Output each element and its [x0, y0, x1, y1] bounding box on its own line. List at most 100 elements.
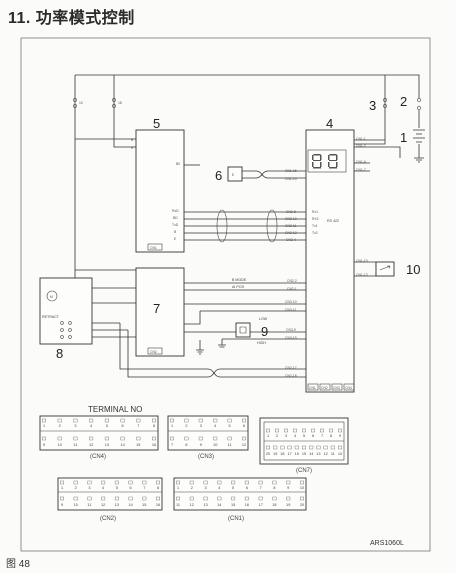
cn4-pin-11: 11: [73, 443, 77, 447]
cn3-pin-5: 5: [229, 424, 231, 428]
rs422-cable: [184, 209, 306, 243]
pin4-cn1-6: CN1-6: [356, 160, 366, 164]
pin5-rxd: RxD: [172, 209, 179, 213]
cn7-pin-socket-19: [273, 445, 278, 450]
cn2-pin-5: 5: [116, 486, 118, 490]
cn7-pin-20: 20: [266, 452, 270, 456]
controller-5-cn-label: CN1: [150, 246, 157, 250]
cn4-pin-socket-6: [120, 418, 125, 423]
cn2-pin-socket-13: [114, 496, 119, 501]
cn1-pin-6: 6: [246, 486, 248, 490]
controller-7-cn-label: CN2: [150, 350, 157, 354]
cn4-pin-socket-15: [136, 436, 141, 441]
cn1-pin-10: 10: [300, 486, 304, 490]
cn3-pin-1: 1: [171, 424, 173, 428]
cn1-pin-13: 13: [203, 503, 207, 507]
cn7-pin-socket-14: [309, 445, 314, 450]
cn2-pin-socket-2: [73, 480, 78, 485]
pin5-e: E: [174, 237, 177, 241]
cn4-pin-16: 16: [152, 443, 156, 447]
cn4-pin-2: 2: [59, 424, 61, 428]
svg-text:10: 10: [79, 101, 83, 105]
cn1-pin-7: 7: [260, 486, 262, 490]
cn2-pin-7: 7: [143, 486, 145, 490]
svg-text:M: M: [50, 295, 53, 299]
controller-7-cn-box: [147, 347, 163, 355]
b-mode-label: B MODE: [232, 278, 247, 282]
ai-pos-label: AI POS: [232, 285, 245, 289]
cn7-pin-2: 2: [276, 434, 278, 438]
4-foot-cn3: CN3: [333, 386, 340, 390]
fuse-left-b: 18: [112, 98, 122, 108]
cn4-pin-5: 5: [106, 424, 108, 428]
controller-7-box: [135, 267, 185, 357]
cn2-pin-16: 16: [156, 503, 160, 507]
cn4-pin-3: 3: [74, 424, 76, 428]
cn3-pin-socket-1: [169, 418, 174, 423]
cn7-pin-socket-18: [280, 445, 285, 450]
rs422-label: RS 422: [327, 219, 339, 223]
cn2-pin-2: 2: [75, 486, 77, 490]
cn1-pin-socket-15: [231, 496, 236, 501]
callout-5: 5: [153, 116, 160, 131]
cn2-pin-8: 8: [157, 486, 159, 490]
cn3-pin-11: 11: [228, 443, 232, 447]
cn7-pin-3: 3: [285, 434, 287, 438]
cn3-pin-socket-11: [227, 436, 232, 441]
cn4-pin-socket-4: [89, 418, 94, 423]
cn1-pin-socket-1: [175, 480, 180, 485]
cn1-pin-11: 11: [176, 503, 180, 507]
cn2-pin-socket-4: [101, 480, 106, 485]
pin4-cn3-11: CN3-11: [285, 308, 297, 312]
4-foot-cn2: CN2: [321, 386, 328, 390]
cn1-pin-17: 17: [259, 503, 263, 507]
ground-b: [218, 339, 226, 348]
cn3-pin-socket-8: [184, 436, 189, 441]
cn4-pin-socket-16: [151, 436, 156, 441]
cn4-pin-socket-10: [57, 436, 62, 441]
cn7-pin-socket-1: [266, 428, 271, 433]
cn7-pin-socket-10: [338, 445, 343, 450]
cn2-pin-socket-9: [60, 496, 65, 501]
motor-8: M: [46, 290, 58, 302]
cn4-pin-15: 15: [136, 443, 140, 447]
cn7-pin-socket-4: [293, 428, 298, 433]
cn7-pin-socket-20: [266, 445, 271, 450]
cn7-pin-socket-12: [323, 445, 328, 450]
switch-2: [417, 98, 421, 110]
cn2-pin-socket-12: [101, 496, 106, 501]
pin5-b: B: [131, 138, 134, 142]
cn7-pin-7: 7: [321, 434, 323, 438]
callout-2: 2: [400, 94, 407, 109]
4-right-wires: [354, 139, 401, 172]
cn1-pin-18: 18: [272, 503, 276, 507]
pin4-rx1: Rx1: [312, 210, 318, 214]
cn2-pin-socket-14: [128, 496, 133, 501]
cn4-pin-socket-7: [136, 418, 141, 423]
cn1-pin-1: 1: [177, 486, 179, 490]
cn7-pin-5: 5: [303, 434, 305, 438]
controller-4-cn-boxes: [307, 383, 355, 391]
low-label: LOW: [259, 317, 268, 321]
cn7-pin-socket-16: [294, 445, 299, 450]
pin4-rx2: RX2: [312, 217, 319, 221]
cn7-pin-18: 18: [280, 452, 284, 456]
cn3-pin-socket-2: [184, 418, 189, 423]
cn1-pin-12: 12: [190, 503, 194, 507]
cn1-pin-socket-10: [300, 480, 305, 485]
cn4-pin-socket-12: [89, 436, 94, 441]
cn2-pin-12: 12: [101, 503, 105, 507]
cn2-pin-13: 13: [115, 503, 119, 507]
cn2-pin-10: 10: [74, 503, 78, 507]
cn3-pin-6: 6: [243, 424, 245, 428]
cn1-pin-3: 3: [205, 486, 207, 490]
cn4-pin-socket-2: [57, 418, 62, 423]
callout-10: 10: [406, 262, 420, 277]
cn1-pin-socket-2: [189, 480, 194, 485]
pin4-cn2-1: CN2-1: [287, 287, 297, 291]
cn4-pin-socket-13: [104, 436, 109, 441]
cn2-pin-1: 1: [61, 486, 63, 490]
